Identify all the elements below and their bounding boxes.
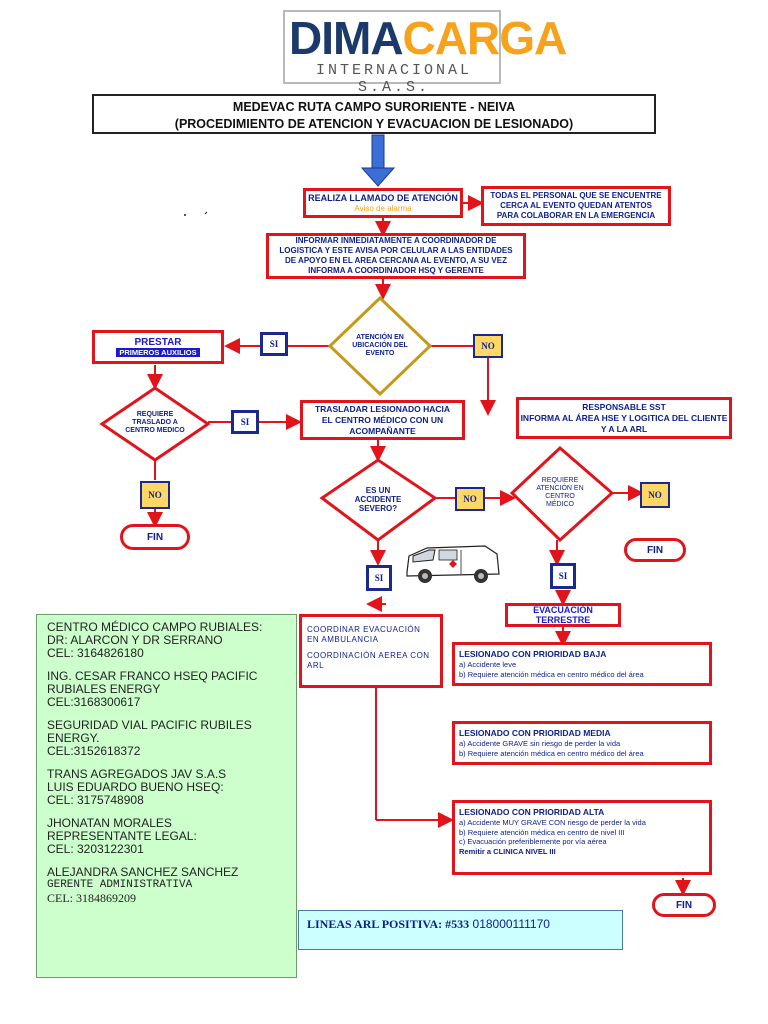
contact-line: GERENTE ADMINISTRATIVA: [47, 879, 193, 891]
contact-line: CENTRO MÉDICO CAMPO RUBIALES:: [47, 620, 263, 634]
contact-entry: TRANS AGREGADOS JAV S.A.S LUIS EDUARDO B…: [47, 768, 286, 807]
contact-entry: ALEJANDRA SANCHEZ SANCHEZ GERENTE ADMINI…: [47, 866, 286, 905]
contact-line: REPRESENTANTE LEGAL:: [47, 829, 197, 843]
call-alert-label: REALIZA LLAMADO DE ATENCIÓN: [308, 192, 458, 203]
coordinate-line-1: COORDINAR EVACUACIÓN EN AMBULANCIA: [307, 625, 421, 644]
diamond-severe-shape: [319, 458, 438, 542]
contact-line: ALEJANDRA SANCHEZ SANCHEZ: [47, 865, 239, 879]
contact-line: CEL: 3184869209: [47, 891, 136, 905]
page-title: MEDEVAC RUTA CAMPO SURORIENTE - NEIVA (P…: [92, 94, 656, 134]
fin-terminal: FIN: [120, 524, 190, 550]
diamond-transfer-shape: [99, 386, 211, 462]
diamond-location-label: ATENCIÓN EN UBICACIÓN DEL EVENTO: [352, 334, 408, 357]
priority-low-item: a) Accidente leve: [459, 660, 517, 669]
no-label: NO: [455, 487, 485, 511]
priority-medium-title: LESIONADO CON PRIORIDAD MEDIA: [459, 728, 611, 738]
sst-line-1: RESPONSABLE SST: [582, 401, 666, 412]
priority-medium-box: LESIONADO CON PRIORIDAD MEDIA a) Acciden…: [452, 721, 712, 765]
no-label: NO: [140, 481, 170, 509]
priority-medium-item: a) Accidente GRAVE sin riesgo de perder …: [459, 739, 621, 748]
contact-line: ING. CESAR FRANCO HSEQ PACIFIC: [47, 669, 258, 683]
contact-entry: ING. CESAR FRANCO HSEQ PACIFIC RUBIALES …: [47, 670, 286, 709]
contacts-panel: CENTRO MÉDICO CAMPO RUBIALES: DR: ALARCO…: [36, 614, 297, 978]
contact-line: CEL: 3164826180: [47, 646, 144, 660]
contact-entry: JHONATAN MORALES REPRESENTANTE LEGAL: CE…: [47, 817, 286, 856]
si-label: SI: [366, 565, 392, 591]
contact-line: CEL:3152618372: [47, 744, 141, 758]
diamond-medical-label: REQUIERE ATENCIÓN EN CENTRO MÉDICO: [536, 477, 584, 508]
coordinate-line-2: COORDINACIÓN AEREA CON ARL: [307, 651, 430, 670]
first-aid-box: PRESTAR PRIMEROS AUXILIOS: [92, 330, 224, 364]
priority-low-title: LESIONADO CON PRIORIDAD BAJA: [459, 649, 607, 659]
call-alert-sub: Aviso de alarma: [354, 203, 412, 213]
no-label: NO: [640, 482, 670, 508]
first-aid-sub: PRIMEROS AUXILIOS: [116, 348, 200, 357]
contact-line: CEL:3168300617: [47, 695, 141, 709]
priority-high-item: a) Accidente MUY GRAVE CON riesgo de per…: [459, 818, 646, 827]
contact-entry: CENTRO MÉDICO CAMPO RUBIALES: DR: ALARCO…: [47, 621, 286, 660]
contact-line: CEL: 3175748908: [47, 793, 144, 807]
down-arrow-icon: [360, 134, 396, 187]
contact-line: TRANS AGREGADOS JAV S.A.S: [47, 767, 227, 781]
arl-lines-box: LINEAS ARL POSITIVA: #533 018000111170: [298, 910, 623, 950]
si-label: SI: [550, 563, 576, 589]
priority-high-item: b) Requiere atención médica en centro de…: [459, 827, 625, 837]
contact-line: ENERGY.: [47, 731, 100, 745]
contact-line: DR: ALARCON Y DR SERRANO: [47, 633, 223, 647]
logo-carga: CARGA: [402, 12, 568, 64]
contact-line: SEGURIDAD VIAL PACIFIC RUBILES: [47, 718, 252, 732]
diamond-transfer-label: REQUIERE TRASLADO A CENTRO MEDICO: [125, 411, 185, 434]
transfer-injured-box: TRASLADAR LESIONADO HACIA EL CENTRO MÉDI…: [300, 400, 465, 440]
title-line-1: MEDEVAC RUTA CAMPO SURORIENTE - NEIVA: [232, 100, 516, 114]
fin-terminal: FIN: [652, 893, 716, 917]
priority-high-item: c) Evacuación preferiblemente por vía aé…: [459, 837, 607, 846]
si-label: SI: [260, 332, 288, 356]
priority-high-title: LESIONADO CON PRIORIDAD ALTA: [459, 807, 605, 817]
priority-high-remit: Remitir a CLINICA NIVEL III: [459, 846, 556, 856]
priority-high-box: LESIONADO CON PRIORIDAD ALTA a) Accident…: [452, 800, 712, 875]
logo-subtitle: INTERNACIONAL S.A.S.: [315, 62, 473, 96]
diamond-severe-label: ES UN ACCIDENTE SEVERO?: [354, 485, 402, 513]
first-aid-label: PRESTAR: [134, 337, 182, 348]
contact-line: LUIS EDUARDO BUENO HSEQ:: [47, 780, 224, 794]
arl-number: 018000111170: [472, 917, 550, 931]
nearby-personnel-box: TODAS EL PERSONAL QUE SE ENCUENTRE CERCA…: [481, 186, 671, 226]
diamond-location-shape: [327, 295, 433, 397]
sst-line-2: INFORMA AL ÁREA HSE Y LOGITICA DEL CLIEN…: [520, 412, 728, 434]
no-label: NO: [473, 334, 503, 358]
diamond-medical-shape: [509, 445, 615, 543]
arl-label: LINEAS ARL POSITIVA: #533: [307, 917, 470, 931]
contact-entry: SEGURIDAD VIAL PACIFIC RUBILES ENERGY. C…: [47, 719, 286, 758]
ambulance-icon: [406, 545, 500, 583]
contact-line: RUBIALES ENERGY: [47, 682, 161, 696]
priority-low-box: LESIONADO CON PRIORIDAD BAJA a) Accident…: [452, 642, 712, 686]
priority-medium-item: b) Requiere atención médica en centro mé…: [459, 748, 644, 758]
coordinate-evacuation-box: COORDINAR EVACUACIÓN EN AMBULANCIA COORD…: [299, 614, 443, 688]
call-alert-box: REALIZA LLAMADO DE ATENCIÓN Aviso de ala…: [303, 188, 463, 218]
priority-low-item: b) Requiere atención médica en centro mé…: [459, 669, 644, 679]
si-label: SI: [231, 410, 259, 434]
contact-line: CEL: 3203122301: [47, 842, 144, 856]
fin-terminal: FIN: [624, 538, 686, 562]
logo-dima: DIMA: [289, 12, 404, 64]
inform-coordinator-box: INFORMAR INMEDIATAMENTE A COORDINADOR DE…: [266, 233, 526, 279]
land-evacuation-box: EVACUACIÓN TERRESTRE: [505, 603, 621, 627]
contact-line: JHONATAN MORALES: [47, 816, 172, 830]
company-logo: DIMACARGA INTERNACIONAL S.A.S.: [283, 10, 567, 96]
title-line-2: (PROCEDIMIENTO DE ATENCION Y EVACUACION …: [174, 117, 574, 131]
sst-responsible-box: RESPONSABLE SST INFORMA AL ÁREA HSE Y LO…: [516, 397, 732, 439]
